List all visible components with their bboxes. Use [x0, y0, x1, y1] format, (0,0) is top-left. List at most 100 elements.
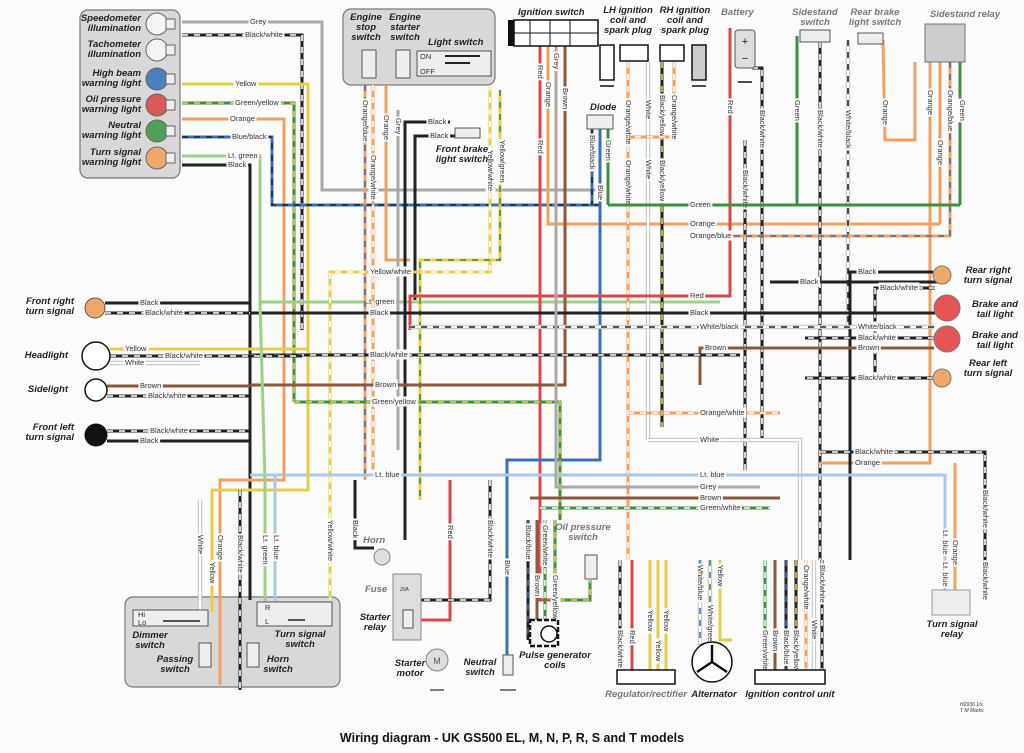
wire-label: Blue: [595, 183, 606, 202]
bulb-icon: [84, 378, 108, 402]
svg-text:Red: Red: [628, 630, 637, 644]
wire-label: Green/white: [540, 523, 551, 567]
svg-text:Lt. blue: Lt. blue: [941, 530, 950, 555]
svg-text:Brown: Brown: [140, 381, 161, 390]
wires: GreyBlack/whiteYellowGreen/yellowOrangeB…: [105, 16, 991, 690]
svg-text:Red: Red: [690, 291, 704, 300]
wire-label: Lt. blue: [940, 560, 951, 589]
switch-contact-icon: [857, 32, 884, 45]
wire-label: Black/blue: [781, 628, 792, 667]
wire-label: Black: [428, 130, 451, 141]
wire-label: Grey: [393, 116, 404, 137]
svg-text:Yellow: Yellow: [208, 562, 217, 584]
wire-label: Yellow: [653, 638, 664, 664]
wire-label: Green/white: [760, 628, 771, 672]
switch-contact-icon: [502, 654, 514, 676]
wire-label: Black: [798, 276, 821, 287]
svg-text:Green/yellow: Green/yellow: [235, 98, 279, 107]
wire-label: White/blue: [695, 563, 706, 602]
wire-line: [182, 154, 720, 304]
wire-label: Grey: [698, 481, 719, 492]
switch-contact-icon: [454, 127, 481, 139]
svg-text:Brown: Brown: [858, 343, 879, 352]
svg-text:Yellow/white: Yellow/white: [486, 150, 495, 191]
wire-label: Yellow: [233, 78, 259, 89]
svg-text:White: White: [644, 160, 653, 179]
svg-text:Sidestand relay: Sidestand relay: [930, 9, 1001, 20]
bulb-icon: [84, 423, 108, 447]
wire: Green/yellow: [294, 396, 562, 520]
wire-label: Orange/blue: [945, 88, 956, 133]
wire: White: [195, 500, 206, 612]
svg-text:Ignition switch: Ignition switch: [518, 7, 585, 18]
wire: Black/white: [815, 42, 826, 560]
wire-label: Yellow: [715, 563, 726, 589]
wire-label: Black/white: [740, 168, 751, 210]
svg-text:Green: Green: [793, 100, 802, 121]
svg-text:White: White: [644, 100, 653, 119]
wire-line: [182, 163, 252, 600]
switch-contact-icon: [395, 49, 411, 79]
svg-text:Yellow/green: Yellow/green: [498, 140, 507, 183]
wire-label: Orange/white: [368, 153, 379, 202]
svg-text:Black/white: Black/white: [816, 110, 825, 148]
svg-text:Orange/white: Orange/white: [670, 95, 679, 140]
wire-tracer: [700, 62, 951, 237]
alternator: Alternator: [690, 641, 738, 700]
svg-text:Yellow/white: Yellow/white: [370, 267, 411, 276]
light-switch: Light switch ON OFF: [416, 37, 492, 77]
headlight-bulb-icon: [81, 341, 111, 371]
svg-text:Brown: Brown: [375, 380, 396, 389]
svg-text:Blue/black: Blue/black: [232, 132, 267, 141]
wire-label: Red: [445, 523, 456, 541]
svg-text:Brown: Brown: [700, 493, 721, 502]
wire-label: Orange/white: [669, 93, 680, 142]
bulb-icon: [145, 146, 169, 170]
svg-text:Blue: Blue: [503, 560, 512, 575]
turn-signal-switch-table: [256, 601, 333, 627]
wire-label: Black: [368, 307, 391, 318]
svg-text:Black/white: Black/white: [236, 535, 245, 573]
wire: Yellow: [207, 470, 310, 612]
wire: Green: [792, 36, 803, 205]
svg-text:Brown: Brown: [705, 343, 726, 352]
wire-label: Black/white: [878, 282, 920, 293]
wire-label: Black/white: [235, 533, 246, 575]
svg-text:Black/yellow: Black/yellow: [792, 630, 801, 672]
svg-text:Green/yellow: Green/yellow: [372, 397, 416, 406]
wire-label: Yellow: [645, 608, 656, 634]
wire-label: Brown: [703, 342, 728, 353]
svg-text:Lt. blue: Lt. blue: [375, 470, 400, 479]
icu-icon: [754, 669, 826, 685]
wire: Black/blue: [523, 520, 534, 640]
svg-text:Sidelight: Sidelight: [28, 384, 69, 395]
relay-coil-icon: [402, 609, 414, 629]
coil-icon: [659, 44, 685, 62]
wire-label: Black: [226, 159, 249, 170]
wire: Black/white: [615, 560, 626, 670]
wire: Green: [608, 199, 960, 210]
battery: Battery + −: [721, 7, 756, 83]
wire: Brown: [107, 380, 250, 391]
wire-label: Green/white: [698, 502, 742, 513]
wire-line: [848, 270, 933, 560]
wire-label: Black/white: [146, 390, 188, 401]
wire-label: Brown: [373, 379, 398, 390]
switch-contact-icon: [198, 642, 212, 668]
diode-icon: [586, 114, 614, 130]
svg-text:Brown: Brown: [771, 630, 780, 651]
svg-text:Grey: Grey: [552, 53, 561, 70]
ignition-switch: Ignition switch: [508, 7, 599, 47]
